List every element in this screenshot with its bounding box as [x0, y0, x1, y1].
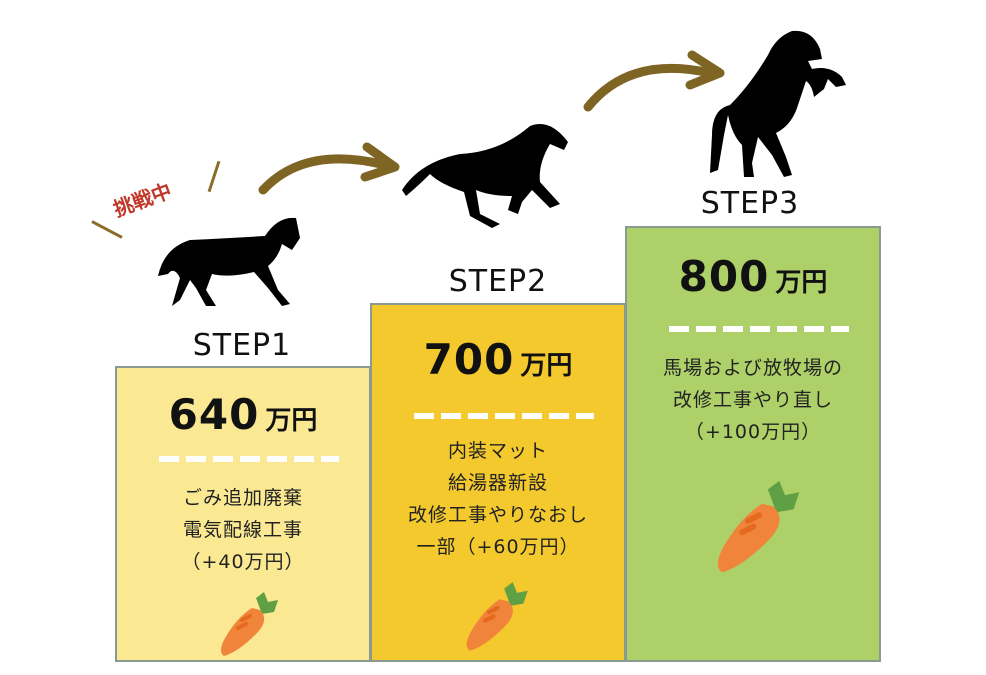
arrow-step1-to-step2-icon	[258, 142, 400, 195]
rearing-horse-icon	[710, 30, 846, 178]
step2-label: STEP2	[448, 264, 548, 299]
step1-description: ごみ追加廃棄 電気配線工事 （+40万円）	[181, 487, 305, 573]
carrot-icon	[717, 480, 800, 573]
step1-dash-divider	[159, 456, 339, 462]
tag-left-tick	[91, 220, 123, 239]
carrot-icon	[221, 592, 278, 656]
step2-dash-divider	[414, 413, 594, 419]
step3-description: 馬場および放牧場の 改修工事やり直し （+100万円）	[662, 357, 843, 443]
step3-dash-divider	[669, 326, 849, 332]
step2-description: 内装マット 給湯器新設 改修工事やりなおし 一部（+60万円）	[407, 440, 588, 558]
arrow-step2-to-step3-icon	[583, 50, 725, 112]
galloping-horse-icon	[402, 124, 568, 228]
tag-right-tick	[207, 160, 221, 193]
carrot-icon	[466, 582, 528, 651]
step3-label: STEP3	[700, 186, 800, 221]
walking-horse-icon	[158, 217, 300, 306]
step1-label: STEP1	[192, 328, 292, 363]
